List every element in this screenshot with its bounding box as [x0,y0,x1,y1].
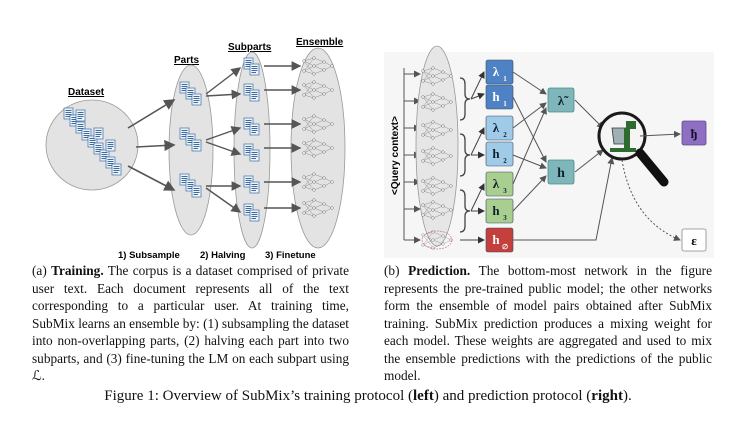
subparts-title: Subparts [228,42,272,53]
block-label: λ [493,176,500,191]
h-out-label: ђ [691,126,698,141]
block-label: λ [493,64,500,79]
block-label: λ [493,120,500,135]
block-label: h [492,203,500,218]
lambda-tilde-label: λ̃ [558,93,569,108]
caption-a-label: (a) [32,263,47,278]
caption-a-bold: Training. [51,263,104,278]
step-halving: 2) Halving [200,250,246,261]
mixer-inputs [513,99,615,241]
figure-caption-left: left [413,388,434,404]
block-subscript: 3 [503,187,507,195]
public-network [421,230,453,250]
epsilon-label: ε [691,233,697,248]
lambda-tilde-block [547,87,575,113]
caption-a-body: The corpus is a dataset comprised of pri… [32,263,349,383]
figure-caption-middle: ) and prediction protocol ( [433,388,592,404]
subsample-arrows [127,99,176,191]
caption-b: (b) Prediction. The bottom-most network … [384,262,712,385]
step-finetune: 3) Finetune [265,250,316,261]
block-label: h [492,232,500,247]
brace-arrows [460,71,485,244]
epsilon-block [681,228,707,252]
caption-b-body: The bottom-most network in the figure re… [384,263,713,383]
output-arrow [639,130,681,138]
block-subscript: 2 [503,157,507,165]
h-out-block [681,120,707,146]
caption-b-label: (b) [384,263,400,278]
block-subscript: 2 [503,131,507,139]
figure-caption-suffix: ). [622,388,632,404]
block-subscript: ∅ [502,243,508,251]
block-label: h [492,89,500,104]
figure-caption-prefix: Figure 1: Overview of SubMix’s training … [104,388,413,404]
caption-b-bold: Prediction. [408,263,471,278]
aggregation-arrows [512,71,547,212]
mixer-icon [597,111,669,187]
braces [459,77,471,233]
block-label: h [492,146,500,161]
epsilon-arrow [621,159,681,241]
ensemble-title: Ensemble [296,37,344,48]
dataset-title: Dataset [68,87,105,98]
h-combined-label: h [557,166,565,181]
block-subscript: 3 [503,214,507,222]
query-context-label: <Query context> [390,116,401,195]
block-subscript: 1 [503,100,507,108]
step-subsample: 1) Subsample [118,250,180,261]
block-h-public: h∅ [485,227,514,253]
parts-title: Parts [174,55,199,66]
figure-caption-right: right [591,388,623,404]
h-combined-block [547,159,575,185]
halving-arrows [205,67,242,213]
figure-graphics: Dataset Parts Subparts Ensemble [45,37,714,261]
figure-caption: Figure 1: Overview of SubMix’s training … [0,388,736,405]
caption-a: (a) Training. The corpus is a dataset co… [32,262,349,385]
block-subscript: 1 [503,75,507,83]
prediction-diagram: <Query context> [384,45,714,258]
finetune-arrows [264,61,302,213]
training-diagram: Dataset Parts Subparts Ensemble [45,37,346,261]
